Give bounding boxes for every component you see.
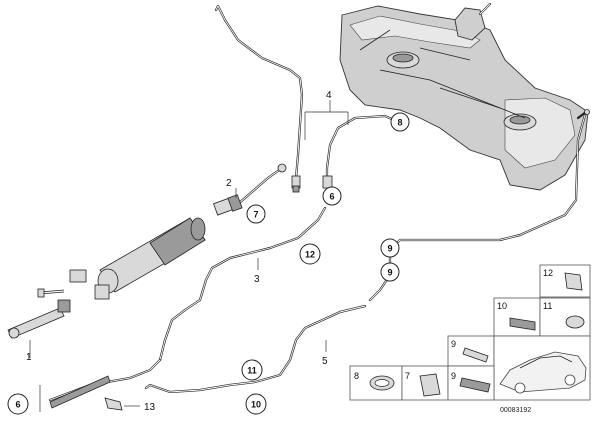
- callout-9-upper[interactable]: 9: [380, 238, 400, 258]
- pipe-5: [144, 304, 367, 394]
- callout-9-lower[interactable]: 9: [380, 262, 400, 282]
- detail-box-7-label: 7: [405, 371, 410, 381]
- lower-pipe: [39, 358, 162, 412]
- part-label-1: 1: [26, 352, 32, 363]
- part-label-5: 5: [322, 356, 328, 367]
- pipe-4: [304, 100, 396, 189]
- detail-box-12-label: 12: [543, 268, 553, 278]
- detail-box-7[interactable]: 7: [401, 365, 449, 401]
- detail-box-9-label: 9: [451, 339, 456, 349]
- callout-8-text: 8: [397, 118, 402, 128]
- detail-box-11[interactable]: 11: [539, 297, 591, 337]
- connector-2: [213, 163, 287, 216]
- vehicle-locator-box: [493, 335, 591, 401]
- detail-box-10[interactable]: 10: [493, 297, 541, 337]
- detail-box-9-lower-label: 9: [451, 371, 456, 381]
- callout-6-lower[interactable]: 6: [7, 393, 29, 415]
- callout-10[interactable]: 10: [245, 393, 267, 415]
- part-label-4: 4: [326, 90, 332, 101]
- clip-13: [104, 397, 140, 411]
- callout-7-text: 7: [253, 210, 258, 220]
- fuel-tank: [339, 2, 590, 191]
- callout-12-text: 12: [305, 250, 315, 260]
- callout-10-text: 10: [251, 400, 261, 410]
- callout-11[interactable]: 11: [241, 359, 263, 381]
- detail-box-11-label: 11: [543, 301, 552, 311]
- connector-1: [7, 299, 71, 358]
- detail-box-9-lower[interactable]: 9: [447, 365, 495, 401]
- detail-box-8[interactable]: 8: [349, 365, 403, 401]
- callout-7[interactable]: 7: [246, 204, 266, 224]
- pipe-3: [158, 206, 327, 362]
- callout-12[interactable]: 12: [299, 243, 321, 265]
- vent-hose: [214, 4, 304, 193]
- fuel-filter: [37, 217, 206, 300]
- detail-box-12[interactable]: 12: [539, 264, 591, 298]
- callout-6-text: 6: [329, 192, 334, 202]
- detail-box-10-label: 10: [497, 301, 507, 311]
- part-label-3: 3: [254, 274, 260, 285]
- callout-6-lower-text: 6: [15, 400, 20, 410]
- detail-box-8-label: 8: [354, 371, 359, 381]
- callout-6[interactable]: 6: [322, 186, 342, 206]
- part-label-13: 13: [144, 402, 156, 413]
- callout-11-text: 11: [247, 366, 257, 376]
- part-label-2: 2: [226, 178, 232, 189]
- document-id: 00083192: [500, 407, 531, 414]
- callout-9-upper-text: 9: [387, 244, 392, 254]
- callout-8[interactable]: 8: [390, 112, 410, 132]
- detail-box-9[interactable]: 9: [447, 335, 495, 367]
- callout-9-lower-text: 9: [387, 268, 392, 278]
